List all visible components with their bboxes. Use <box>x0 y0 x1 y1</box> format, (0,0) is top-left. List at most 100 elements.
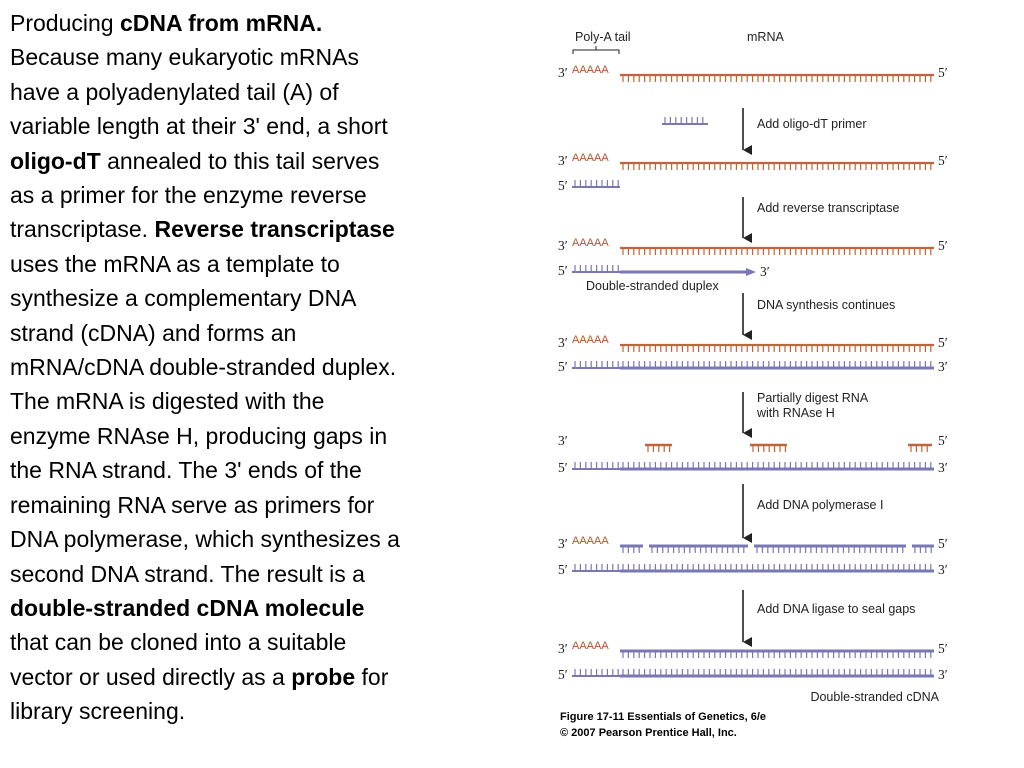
step-label: Add reverse transcriptase <box>757 201 899 215</box>
text-segment: Because many eukaryotic mRNAs <box>10 44 359 71</box>
text-segment: second DNA strand. The result is a <box>10 560 365 587</box>
oligo-dt-primer-bases <box>574 180 619 187</box>
cdna-strand-bases <box>622 669 932 676</box>
text-line: second DNA strand. The result is a <box>10 557 505 591</box>
cdna-strand <box>620 361 934 370</box>
text-segment: DNA polymerase, which synthesizes a <box>10 526 400 553</box>
cdna-strand <box>620 564 934 573</box>
five-prime-label: 5′ <box>558 667 568 682</box>
step-label: Partially digest RNA <box>757 391 869 405</box>
text-line: DNA polymerase, which synthesizes a <box>10 522 505 556</box>
second-strand-segment-bases <box>622 546 640 553</box>
mrna-strand <box>620 73 934 82</box>
text-segment: synthesize a complementary DNA <box>10 285 357 312</box>
second-strand-segment-base-ticks <box>914 546 932 553</box>
text-segment: as a primer for the enzyme reverse <box>10 182 367 209</box>
oligo-dt-primer <box>572 361 620 369</box>
five-prime-label: 5′ <box>938 641 948 656</box>
text-segment: variable length at their 3' end, a short <box>10 113 388 140</box>
oligo-dt-primer-bases <box>574 669 619 676</box>
final-label: Double-stranded cDNA <box>810 690 939 704</box>
cdna-strand <box>620 669 934 678</box>
oligo-dt-primer-bases <box>574 462 619 469</box>
poly-a-label: AAAAA <box>572 152 609 164</box>
three-prime-label: 3′ <box>558 536 568 551</box>
five-prime-label: 5′ <box>938 65 948 80</box>
oligo-dt-primer-bases <box>574 564 619 571</box>
second-strand-segment-bases <box>914 546 932 553</box>
five-prime-label: 5′ <box>938 433 948 448</box>
text-line: the RNA strand. The 3' ends of the <box>10 453 505 487</box>
three-prime-label: 3′ <box>558 335 568 350</box>
five-prime-label: 5′ <box>938 536 948 551</box>
oligo-dt-primer-bases <box>574 265 619 272</box>
oligo-dt-primer-base-ticks <box>574 180 619 187</box>
second-strand-base-ticks <box>622 651 932 658</box>
text-segment: uses the mRNA as a template to <box>10 250 340 277</box>
five-prime-label: 5′ <box>938 335 948 350</box>
five-prime-label: 5′ <box>938 238 948 253</box>
oligo-dt-primer <box>572 669 620 677</box>
text-segment: that can be cloned into a suitable <box>10 629 347 656</box>
poly-a-label: AAAAA <box>572 535 609 547</box>
oligo-dt-primer-bases <box>574 361 619 368</box>
poly-a-label: AAAAA <box>572 237 609 249</box>
text-segment: remaining RNA serve as primers for <box>10 491 375 518</box>
second-strand-segment <box>754 544 906 553</box>
text-segment: strand (cDNA) and forms an <box>10 319 297 346</box>
second-strand-segment-bases <box>651 546 745 553</box>
text-line: double-stranded cDNA molecule <box>10 591 505 625</box>
step-label: Add DNA ligase to seal gaps <box>757 602 915 616</box>
text-segment: mRNA/cDNA double-stranded duplex. <box>10 354 397 381</box>
five-prime-label: 5′ <box>558 359 568 374</box>
mrna-strand-base-ticks <box>622 345 932 352</box>
rna-fragment-bases <box>647 445 671 452</box>
description-text: Producing cDNA from mRNA.Because many eu… <box>10 6 505 729</box>
text-line: as a primer for the enzyme reverse <box>10 178 505 212</box>
three-prime-label: 3′ <box>938 359 948 374</box>
text-segment: annealed to this tail serves <box>100 147 380 174</box>
second-strand-segment-base-ticks <box>651 546 745 553</box>
oligo-dt-primer <box>572 564 620 572</box>
cdna-strand-base-ticks <box>622 462 932 469</box>
bold-term: probe <box>291 663 356 690</box>
second-strand-segment-base-ticks <box>756 546 904 553</box>
duplex-label: Double-stranded duplex <box>586 279 719 293</box>
mrna-strand <box>620 246 934 255</box>
text-line: Because many eukaryotic mRNAs <box>10 40 505 74</box>
text-line: uses the mRNA as a template to <box>10 247 505 281</box>
poly-a-bracket <box>572 46 620 54</box>
five-prime-label: 5′ <box>938 153 948 168</box>
mrna-strand-bases <box>622 163 932 170</box>
oligo-dt-primer-base-ticks <box>574 669 619 676</box>
free-oligo-dt <box>662 117 708 125</box>
mrna-strand-base-ticks <box>622 163 932 170</box>
three-prime-label: 3′ <box>938 667 948 682</box>
three-prime-label: 3′ <box>938 562 948 577</box>
cdna-strand-bases <box>622 564 932 571</box>
second-strand <box>620 649 934 658</box>
mrna-strand-bases <box>622 248 932 255</box>
rna-fragment-base-ticks <box>647 445 671 452</box>
text-segment: transcriptase. <box>10 216 155 243</box>
oligo-dt-primer-base-ticks <box>574 462 619 469</box>
five-prime-label: 5′ <box>558 562 568 577</box>
mrna-strand-base-ticks <box>622 248 932 255</box>
figure-caption: Figure 17-11 Essentials of Genetics, 6/e <box>560 711 766 723</box>
text-line: The mRNA is digested with the <box>10 384 505 418</box>
text-line: have a polyadenylated tail (A) of <box>10 75 505 109</box>
cdna-strand-base-ticks <box>622 669 932 676</box>
text-segment: enzyme RNAse H, producing gaps in <box>10 422 388 449</box>
text-segment: have a polyadenylated tail (A) of <box>10 78 339 105</box>
rna-fragment-base-ticks <box>910 445 928 452</box>
copyright-caption: © 2007 Pearson Prentice Hall, Inc. <box>560 727 737 739</box>
text-segment: Producing <box>10 10 120 36</box>
text-segment: The mRNA is digested with the <box>10 388 325 415</box>
free-oligo-dt-base-ticks <box>664 117 704 124</box>
five-prime-label: 5′ <box>558 460 568 475</box>
text-line: remaining RNA serve as primers for <box>10 488 505 522</box>
text-segment: the RNA strand. The 3' ends of the <box>10 457 362 484</box>
second-strand-bases <box>622 651 932 658</box>
five-prime-label: 5′ <box>558 178 568 193</box>
